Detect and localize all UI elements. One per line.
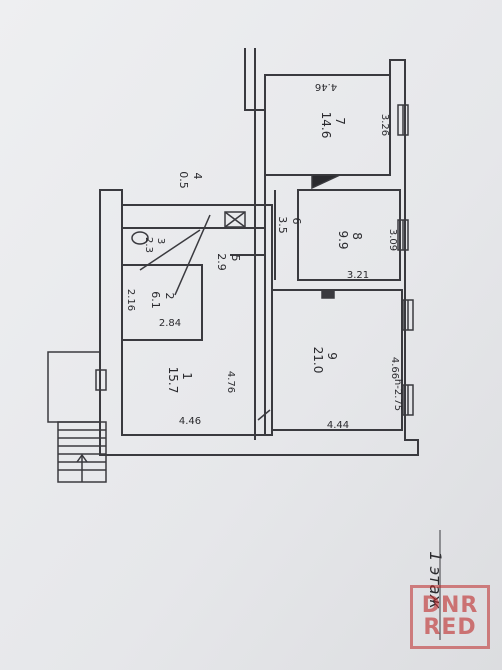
room-8-width: 3.21 [347,270,369,281]
room-2-id: 2 [163,293,176,300]
room-9-depth: 4.66 [389,357,400,379]
room-8-area: 9.9 [336,230,350,249]
watermark-line2: RED [423,615,477,640]
room-7-depth: 3.26 [379,114,390,136]
room-4-area: 0.5 [177,171,190,189]
windows [95,104,414,416]
room-9-area: 21.0 [311,347,325,374]
outer-walls [99,48,419,456]
watermark-line1: DNR [421,593,479,618]
room-6-area: 3.5 [276,216,289,234]
room-2-depth: 2.16 [125,289,136,311]
room-5-area: 2.9 [215,253,228,271]
room-1-width: 4.46 [179,416,201,427]
room-8-id: 8 [350,232,364,240]
room-7-width: 4.46 [315,81,337,92]
room-9-id: 9 [325,352,339,360]
room-1-depth: 4.76 [225,371,236,393]
room-6-id: 6 [290,218,303,225]
room-8-depth: 3.09 [387,229,398,251]
room-5-id: 5 [229,255,242,262]
room-3-area: 2.3 [143,237,154,253]
room-9-width: 4.44 [327,420,349,431]
room-1-id: 1 [180,372,194,380]
room-2-width: 2.84 [159,318,181,329]
room-2-area: 6.1 [149,291,162,309]
porch-stairs [47,351,107,483]
room-7-id: 7 [333,117,347,125]
room-9-height: h-2.75 [392,379,403,411]
doors [131,174,341,421]
room-7-area: 14.6 [319,112,333,139]
room-4-id: 4 [191,173,204,180]
watermark-logo: DNR RED [410,585,490,649]
room-3-id: 3 [155,238,166,244]
room-1-area: 15.7 [166,367,180,394]
room-labels: 7 14.6 4.46 3.26 8 9.9 3.21 3.09 6 3.5 9… [125,81,445,640]
